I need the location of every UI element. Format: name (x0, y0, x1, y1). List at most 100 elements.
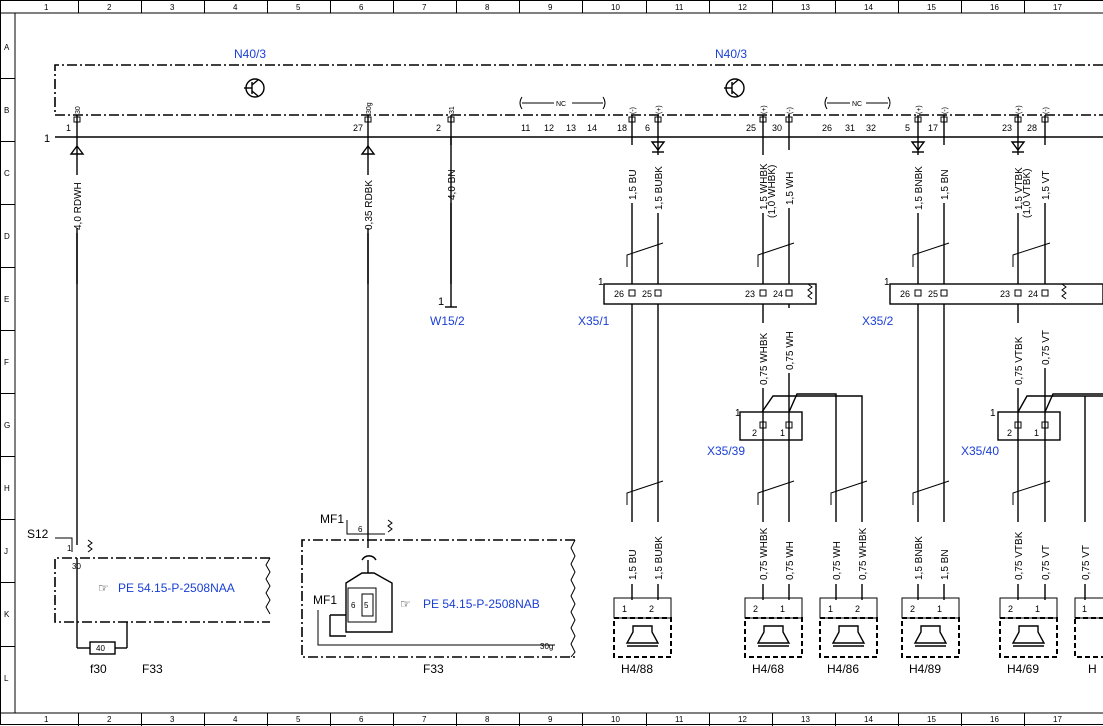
grid-column-label: 8 (485, 3, 490, 12)
pin-label-top: (-) (942, 107, 949, 114)
grid-column-label: 17 (1053, 715, 1062, 724)
arrow-up-icon (360, 144, 376, 155)
connector-x35-1: 1 X35/1 (578, 277, 817, 328)
pin-label-top: (-) (630, 107, 637, 114)
wire-label: 1,5 BNBK (914, 166, 925, 210)
bus-number: 1 (44, 133, 50, 145)
grid-column-label: 11 (675, 715, 684, 724)
wire-label: 1,5 VTBK (1014, 167, 1025, 210)
pin-label-top: (+) (656, 105, 663, 114)
connector-x35-39: 1 X35/39 (707, 393, 863, 500)
svg-text:26: 26 (900, 289, 910, 299)
grid-column-label: 7 (422, 3, 427, 12)
grid-column-label: 12 (738, 715, 747, 724)
grid-column-label: 17 (1053, 3, 1062, 12)
wire-label: 0,75 VT (1041, 545, 1052, 580)
grid-column-label: 6 (359, 3, 364, 12)
speaker-label: H4/68 (752, 662, 784, 676)
pin-label-top: (-) (787, 107, 794, 114)
grid-row-label: G (4, 421, 10, 430)
grid-column-label: 3 (170, 3, 175, 12)
grid-column-label: 14 (864, 3, 873, 12)
svg-text:1: 1 (67, 544, 72, 553)
nc-bracket: NC (519, 96, 606, 110)
svg-text:2: 2 (1007, 428, 1012, 438)
pin-label-bottom: 25 (746, 123, 756, 133)
grid-column-label: 5 (296, 715, 301, 724)
wire-label: 0,75 VT (1081, 545, 1092, 580)
pin-label-bottom: 17 (928, 123, 938, 133)
wire-label: 1,5 BU (628, 169, 639, 200)
grid-column-label: 16 (990, 715, 999, 724)
pin-label-top: (-) (1043, 107, 1050, 114)
svg-text:1: 1 (884, 277, 890, 288)
svg-text:X35/1: X35/1 (578, 314, 610, 328)
pin-label-bottom: 13 (566, 123, 576, 133)
wire-label: 1,5 BN (940, 169, 951, 200)
svg-text:PE 54.15-P-2508NAA: PE 54.15-P-2508NAA (118, 581, 235, 595)
pin-label-bottom: 14 (587, 123, 597, 133)
svg-text:X35/2: X35/2 (862, 314, 894, 328)
pin-label-bottom: 18 (617, 123, 627, 133)
wire-label: 1,5 BUBK (654, 536, 665, 580)
svg-text:24: 24 (1028, 289, 1038, 299)
grid-row-label: H (4, 484, 10, 493)
pin-label-top: 30 (75, 106, 82, 114)
wire-label: 1,5 BU (628, 549, 639, 580)
svg-text:1: 1 (1034, 428, 1039, 438)
wire-label: 0,75 VTBK (1014, 531, 1025, 580)
grid-column-label: 12 (738, 3, 747, 12)
grid-column-label: 6 (359, 715, 364, 724)
speaker-label: H4/86 (827, 662, 859, 676)
svg-text:25: 25 (642, 289, 652, 299)
svg-text:6: 6 (358, 525, 363, 534)
svg-text:MF1: MF1 (313, 593, 337, 607)
wire-label: 0,35 RDBK (364, 180, 375, 230)
pin-label-top: (+) (916, 105, 923, 114)
svg-text:☞: ☞ (98, 581, 109, 595)
svg-text:1: 1 (780, 428, 785, 438)
transistor-icon (724, 78, 745, 98)
wire-label: 4,0 BN (447, 169, 458, 200)
svg-text:NC: NC (852, 101, 862, 108)
wire-label: 0,75 WH (832, 541, 843, 580)
pin-label-bottom: 27 (353, 123, 363, 133)
grid-column-label: 2 (107, 3, 112, 12)
ground-connector: 1 W15/2 (430, 137, 465, 328)
svg-text:30g: 30g (540, 642, 553, 651)
svg-text:S12: S12 (27, 527, 49, 541)
svg-text:2: 2 (753, 604, 758, 614)
pin-label-bottom: 31 (845, 123, 855, 133)
pin-label-bottom: 5 (905, 123, 910, 133)
pin-label-bottom: 23 (1002, 123, 1012, 133)
pin-label-top: (+) (761, 105, 768, 114)
svg-text:☞: ☞ (400, 597, 411, 611)
svg-text:f30: f30 (90, 662, 107, 676)
pin-label-bottom: 26 (822, 123, 832, 133)
svg-text:5: 5 (364, 601, 369, 610)
wire-label: 0,75 WH (785, 331, 796, 370)
pin-label-bottom: 12 (544, 123, 554, 133)
svg-text:F33: F33 (142, 662, 163, 676)
transistor-icon (244, 78, 265, 98)
svg-text:1: 1 (1035, 604, 1040, 614)
svg-text:2: 2 (752, 428, 757, 438)
svg-text:F33: F33 (423, 662, 444, 676)
svg-text:1: 1 (598, 277, 604, 288)
wire-label: 0,75 VTBK (1014, 336, 1025, 385)
grid-column-label: 10 (611, 3, 620, 12)
speaker-label: H4/69 (1007, 662, 1039, 676)
wire-label: 4,0 RDWH (73, 182, 84, 230)
svg-text:40: 40 (96, 644, 105, 653)
svg-text:H: H (1088, 662, 1097, 676)
svg-text:26: 26 (614, 289, 624, 299)
grid-row-label: C (4, 169, 10, 178)
grid-column-label: 15 (927, 3, 936, 12)
wire-label: 1,5 BNBK (914, 536, 925, 580)
